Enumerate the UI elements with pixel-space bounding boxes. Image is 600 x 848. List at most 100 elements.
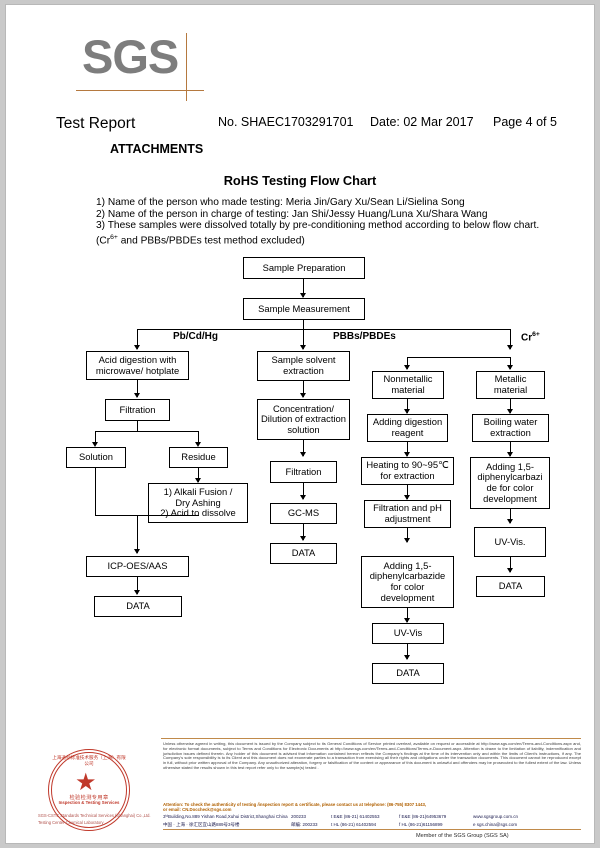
connector (303, 483, 305, 499)
connector-bus (407, 357, 511, 359)
address-zip-cn: 邮编: 200233 (291, 821, 318, 827)
node-adding-dpc-nonmetallic: Adding 1,5-diphenylcarbazide for color d… (361, 556, 454, 608)
connector (407, 399, 409, 413)
arrow (195, 478, 202, 483)
logo-vertical-rule (186, 33, 188, 101)
arrow (92, 442, 99, 447)
node-data-left: DATA (94, 596, 182, 617)
node-metallic-material: Metallic material (476, 371, 545, 399)
node-gc-ms: GC-MS (270, 503, 337, 524)
footer-address-block: 3ⁱᵈBuilding,No.889 Yishan Road,Xuhui Dis… (163, 813, 583, 828)
arrow (195, 442, 202, 447)
page-title: Test Report (56, 115, 136, 132)
footer-member-line: Member of the SGS Group (SGS SA) (416, 833, 509, 839)
arrow (507, 409, 514, 414)
arrow (300, 536, 307, 541)
node-alkali-fusion: 1) Alkali Fusion / Dry Ashing 2) Acid to… (148, 483, 248, 523)
seal-outer-ring (48, 749, 130, 831)
node-sample-solvent-extraction: Sample solvent extraction (257, 351, 350, 381)
arrow (404, 538, 411, 543)
address-zip-en: 200233 (291, 814, 307, 819)
connector (303, 381, 305, 397)
connector (303, 279, 305, 297)
node-heating-extraction: Heating to 90~95℃ for extraction (361, 457, 454, 485)
star-icon: ★ (75, 769, 97, 796)
branch-label-middle: PBBs/PBDEs (333, 331, 396, 342)
note-item-3: 3) These samples were dissolved totally … (96, 220, 540, 232)
connector (95, 431, 97, 445)
fax-ee: f E&E (86-21)64953679 (399, 814, 447, 819)
attention-line-1: Attention: To check the authenticity of … (163, 802, 427, 807)
arrow (404, 409, 411, 414)
node-concentration-dilution: Concentration/ Dilution of extraction so… (257, 399, 350, 440)
document-page: SGS Test Report No. SHAEC1703291701 Date… (5, 4, 595, 844)
node-residue: Residue (169, 447, 228, 468)
connector (137, 515, 139, 553)
arrow (507, 568, 514, 573)
arrow (507, 345, 514, 350)
connector (137, 421, 139, 432)
arrow (404, 452, 411, 457)
node-data-nonmetallic: DATA (372, 663, 444, 684)
note-item-1: 1) Name of the person who made testing: … (96, 197, 465, 208)
node-adding-dpc-metallic: Adding 1,5-diphenylcarbazi de for color … (470, 457, 550, 509)
arrow (404, 618, 411, 623)
connector (137, 329, 139, 349)
sgs-logo: SGS (76, 30, 204, 101)
logo-horizontal-rule (76, 90, 204, 92)
connector (137, 380, 139, 397)
arrow (300, 293, 307, 298)
address-cn: 中国 · 上海 · 徐汇区宜山路889号3号楼 (163, 821, 240, 827)
note-item-2: 2) Name of the person in charge of testi… (96, 208, 488, 220)
arrow (404, 365, 411, 370)
footer-divider-bottom (163, 829, 581, 830)
email: e sgs.china@sgs.com (473, 821, 518, 827)
node-adding-digestion-reagent: Adding digestion reagent (367, 414, 448, 442)
arrow (507, 452, 514, 457)
connector-bus (137, 329, 511, 331)
node-data-middle: DATA (270, 543, 337, 564)
address-en: 3ⁱᵈBuilding,No.889 Yishan Road,Xuhui Dis… (163, 814, 288, 819)
arrow (134, 590, 141, 595)
seal-center-cn: 检验检测专用章 (69, 795, 109, 801)
branch-label-left: Pb/Cd/Hg (173, 331, 218, 342)
node-acid-digestion: Acid digestion with microwave/ hotplate (86, 351, 189, 380)
node-boiling-water-extraction: Boiling water extraction (472, 414, 549, 442)
seal-inner-ring (51, 752, 127, 828)
arrow (507, 365, 514, 370)
seal-subtext-2: Testing Center-Chemical Laboratory (38, 820, 104, 825)
attention-line-2: or email: CN.Doccheck@sgs.com (163, 807, 232, 813)
tel-hl: t HL (86-21) 61402594 (331, 821, 377, 827)
connector (510, 509, 512, 523)
node-sample-preparation: Sample Preparation (243, 257, 365, 279)
arrow (300, 452, 307, 457)
arrow (300, 393, 307, 398)
connector (198, 468, 200, 482)
connector (95, 468, 97, 516)
arrow (300, 345, 307, 350)
connector (407, 357, 409, 369)
node-icp-oes-aas: ICP-OES/AAS (86, 556, 189, 577)
node-filtration-middle: Filtration (270, 461, 337, 483)
flow-chart-title: RoHS Testing Flow Chart (223, 173, 377, 188)
arrow (134, 345, 141, 350)
connector (510, 557, 512, 572)
tel-ee: t E&E (86-21) 61402553 (331, 814, 380, 819)
address-row-en: 3ⁱᵈBuilding,No.889 Yishan Road,Xuhui Dis… (163, 813, 583, 821)
connector (407, 442, 409, 456)
footer-disclaimer: Unless otherwise agreed in writing, this… (163, 741, 581, 770)
attachments-heading: ATTACHMENTS (110, 142, 204, 156)
node-data-metallic: DATA (476, 576, 545, 597)
node-uv-vis-metallic: UV-Vis. (474, 527, 546, 557)
sgs-logo-text: SGS (82, 30, 179, 83)
branch-label-right: Cr6+ (521, 331, 540, 344)
website: www.sgsgroup.com.cn (473, 814, 519, 819)
connector (407, 485, 409, 499)
connector (137, 577, 139, 594)
connector (510, 399, 512, 413)
connector-bus (95, 431, 199, 433)
connector (303, 320, 305, 330)
seal-arc-text: 上海通标标准技术服务（上海）有限公司 (52, 754, 126, 767)
fax-hl: f HL (86-21)61156899 (399, 821, 443, 827)
node-uv-vis-nonmetallic: UV-Vis (372, 623, 444, 644)
